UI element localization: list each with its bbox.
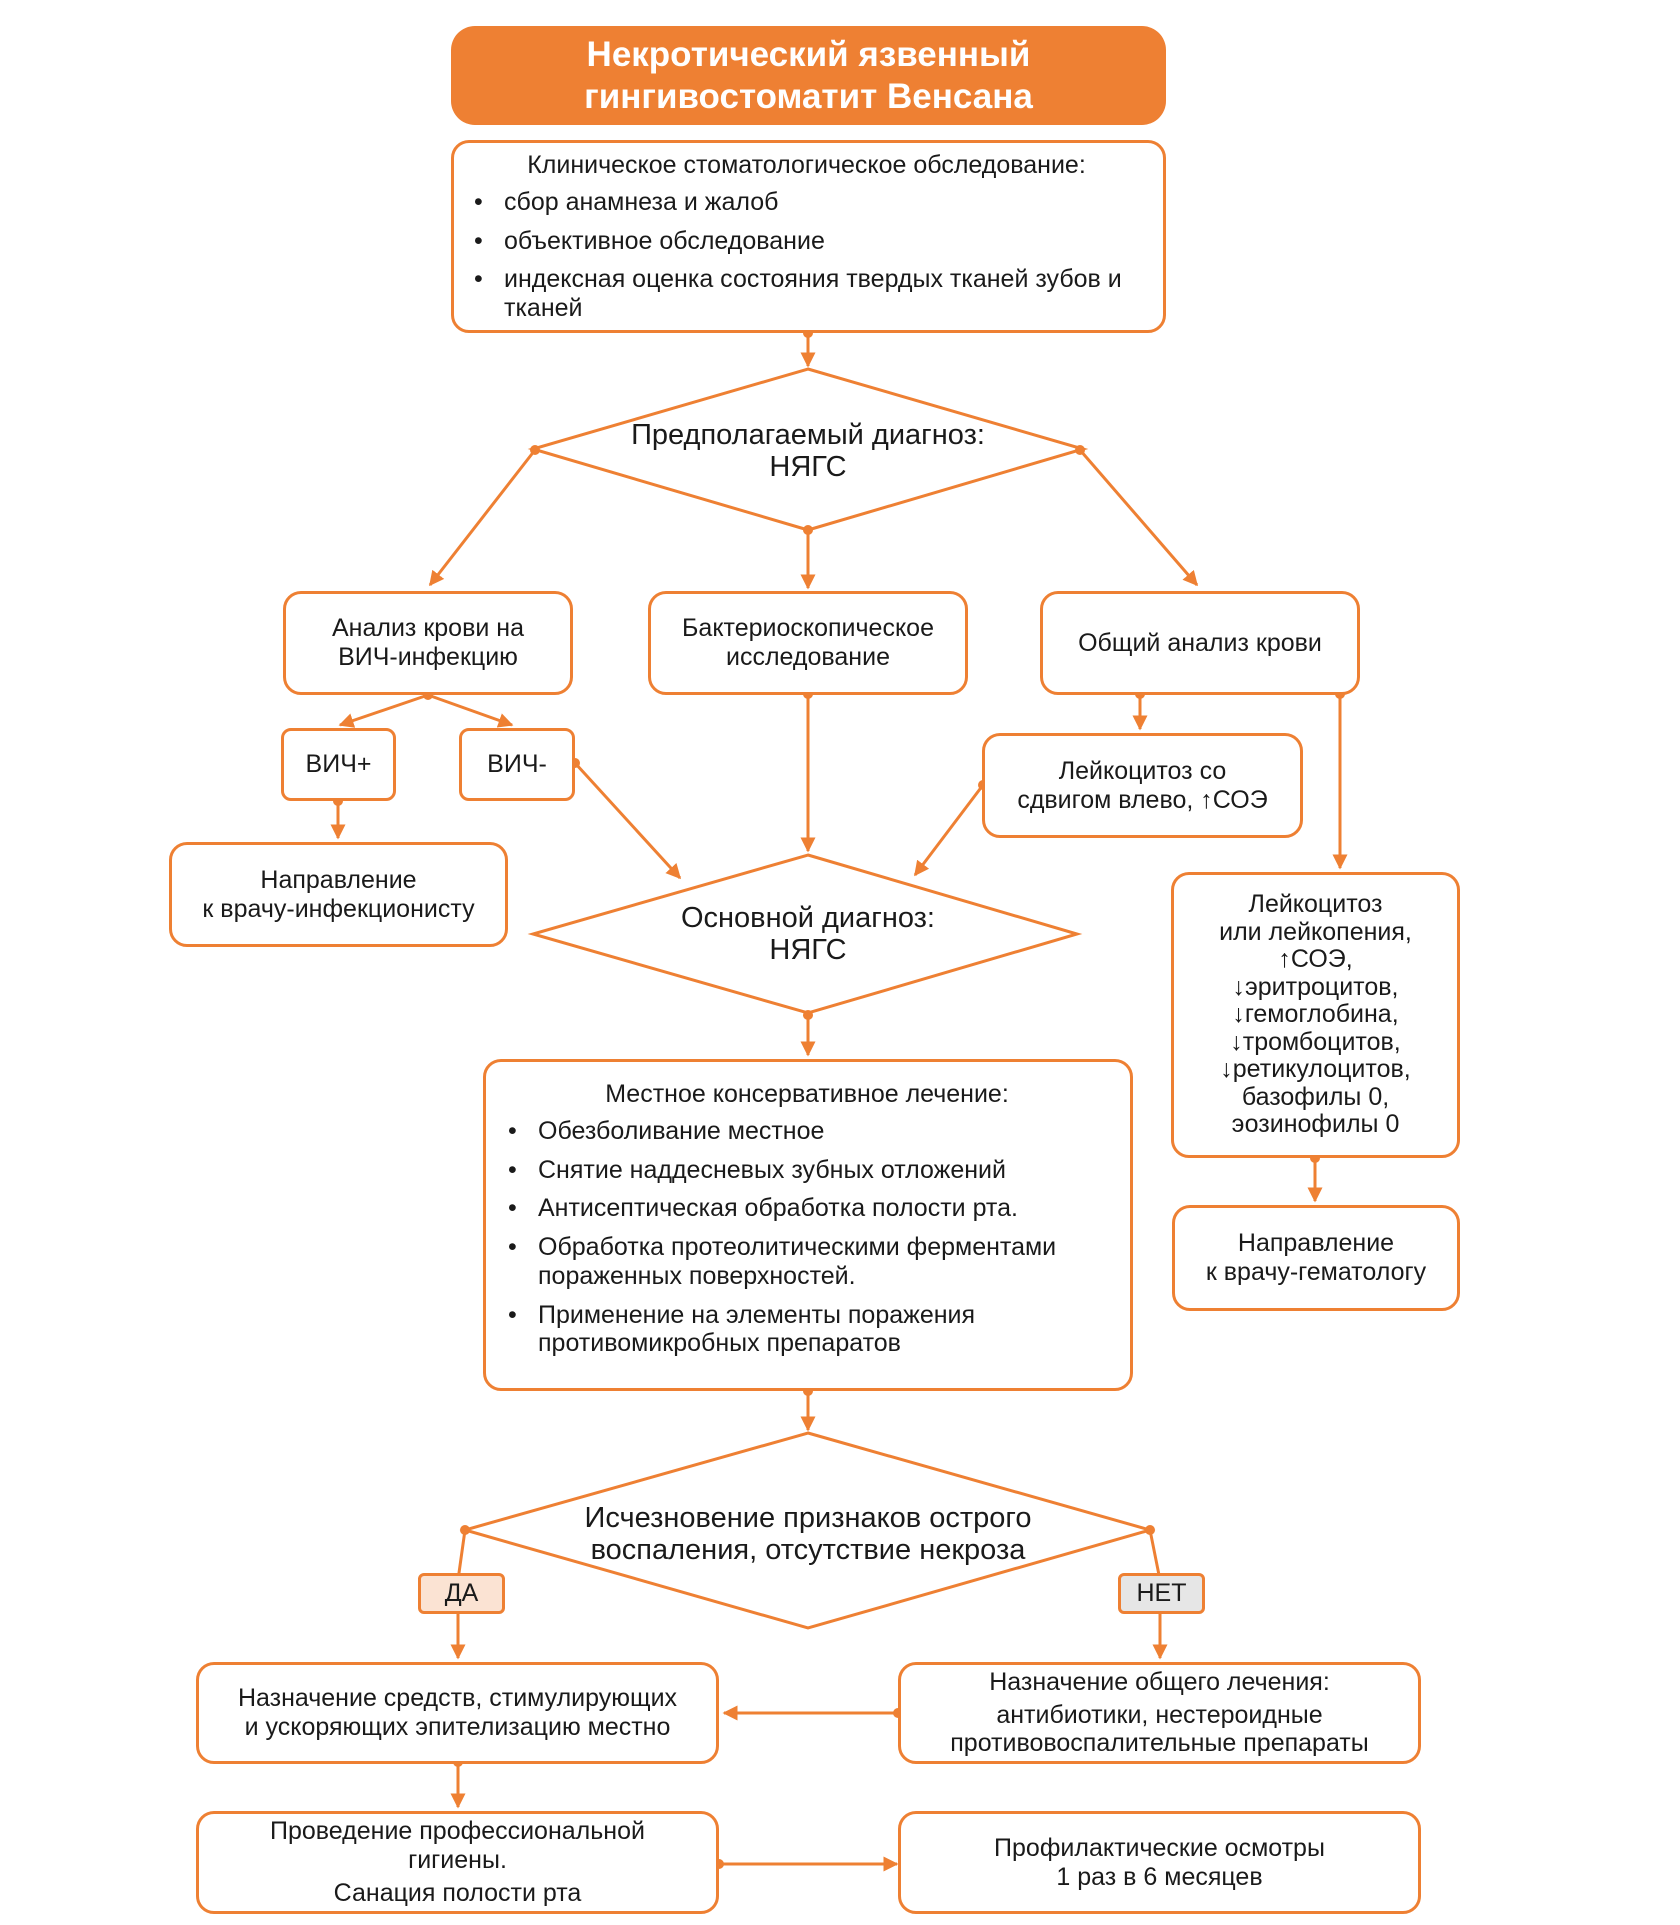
resolution-check-line-1: Исчезновение признаков острого [584, 1501, 1032, 1534]
flowchart-title: Некротический язвенный гингивостоматит В… [451, 26, 1166, 125]
resolution-check-line-2: воспаления, отсутствие некроза [590, 1534, 1026, 1566]
resolution-check-text: Исчезновение признаков острого воспалени… [538, 1495, 1078, 1573]
presumed-diagnosis-line-2: НЯГС [769, 451, 847, 483]
hematologist-line-1: Направление [1237, 1229, 1395, 1258]
title-line-2: гингивостоматит Венсана [584, 76, 1033, 116]
general-treatment-line-3: противовоспалительные препараты [950, 1729, 1369, 1758]
checkups-line-1: Профилактические осмотры [994, 1833, 1325, 1862]
blood-findings-box: Лейкоцитоз или лейкопения, ↑СОЭ, ↓эритро… [1171, 872, 1460, 1158]
general-treatment-line-1: Назначение общего лечения: [989, 1667, 1330, 1696]
presumed-diagnosis-text: Предполагаемый диагноз: НЯГС [563, 412, 1053, 490]
hiv-test-line-1: Анализ крови на [332, 614, 524, 643]
main-diagnosis-text: Основной диагноз: НЯГС [603, 895, 1013, 973]
connector-dot [1075, 445, 1085, 455]
local-treatment-list: Обезболивание местное Снятие наддесневых… [508, 1117, 1106, 1358]
checkups-line-2: 1 раз в 6 месяцев [1056, 1862, 1263, 1891]
local-treatment-heading: Местное консервативное лечение: [605, 1080, 1009, 1108]
hygiene-line-2: гигиены. [408, 1846, 507, 1875]
blood-finding-item: ↑СОЭ, [1278, 945, 1353, 974]
list-item: объективное обследование [474, 227, 1139, 256]
hiv-minus-box: ВИЧ- [459, 728, 575, 801]
hygiene-line-1: Проведение профессиональной [270, 1817, 645, 1846]
bacterioscopy-line-1: Бактериоскопическое [682, 614, 934, 643]
list-item: сбор анамнеза и жалоб [474, 188, 1139, 217]
hygiene-line-3: Санация полости рта [333, 1878, 582, 1907]
hiv-minus-label: ВИЧ- [487, 750, 547, 779]
hematologist-line-2: к врачу-гематологу [1205, 1258, 1427, 1286]
arrow-hiv-minus-to-main-diagnosis [573, 761, 682, 880]
blood-finding-item: базофилы 0, [1241, 1082, 1390, 1111]
infectionist-line-1: Направление [260, 865, 417, 894]
arrow-hiv-test-to-hiv-plus [338, 693, 429, 728]
connector-dot [530, 445, 540, 455]
arrow-presumed-to-blood-test [1078, 449, 1199, 587]
list-item: Обработка протеолитическими ферментами п… [508, 1233, 1106, 1291]
blood-finding-item: ↓гемоглобина, [1232, 1000, 1399, 1029]
yes-tag: ДА [418, 1573, 505, 1614]
bacterioscopy-box: Бактериоскопическое исследование [648, 591, 968, 695]
infectionist-line-2: к врачу-инфекционисту [202, 894, 475, 923]
connector-dot [803, 1010, 813, 1020]
arrow-leukocytosis-to-main-diagnosis [913, 784, 985, 877]
presumed-diagnosis-line-1: Предполагаемый диагноз: [631, 418, 985, 451]
connector-dot [460, 1525, 470, 1535]
leukocytosis-shift-line-2: сдвигом влево, ↑СОЭ [1017, 785, 1268, 814]
blood-finding-item: ↓эритроцитов, [1232, 972, 1399, 1001]
blood-finding-item: ↓ретикулоцитов, [1220, 1055, 1411, 1084]
hiv-plus-label: ВИЧ+ [305, 750, 372, 779]
hematologist-referral-box: Направление к врачу-гематологу [1172, 1205, 1460, 1311]
epithelization-line-1: Назначение средств, стимулирующих [237, 1684, 678, 1713]
local-treatment-box: Местное консервативное лечение: Обезболи… [483, 1059, 1133, 1391]
connector-dot [803, 525, 813, 535]
hiv-plus-box: ВИЧ+ [281, 728, 396, 801]
clinical-exam-list: сбор анамнеза и жалоб объективное обслед… [474, 188, 1139, 323]
checkups-box: Профилактические осмотры 1 раз в 6 месяц… [898, 1811, 1421, 1914]
bacterioscopy-line-2: исследование [726, 643, 890, 671]
hygiene-box: Проведение профессиональной гигиены. Сан… [196, 1811, 719, 1914]
list-item: Антисептическая обработка полости рта. [508, 1194, 1106, 1223]
clinical-exam-box: Клиническое стоматологическое обследован… [451, 140, 1166, 333]
infectionist-referral-box: Направление к врачу-инфекционисту [169, 842, 508, 947]
general-treatment-box: Назначение общего лечения: антибиотики, … [898, 1662, 1421, 1764]
main-diagnosis-line-1: Основной диагноз: [680, 901, 935, 934]
general-treatment-line-2: антибиотики, нестероидные [996, 1700, 1323, 1729]
list-item: Обезболивание местное [508, 1117, 1106, 1146]
leukocytosis-shift-line-1: Лейкоцитоз со [1058, 756, 1227, 785]
connector-dot [1145, 1525, 1155, 1535]
leukocytosis-shift-box: Лейкоцитоз со сдвигом влево, ↑СОЭ [982, 733, 1303, 838]
arrow-presumed-to-hiv-test [428, 449, 537, 587]
arrow-hiv-test-to-hiv-minus [427, 693, 514, 728]
hiv-test-box: Анализ крови на ВИЧ-инфекцию [283, 591, 573, 695]
no-tag-label: НЕТ [1136, 1579, 1187, 1607]
list-item: Снятие наддесневых зубных отложений [508, 1156, 1106, 1185]
epithelization-box: Назначение средств, стимулирующих и уско… [196, 1662, 719, 1764]
epithelization-line-2: и ускоряющих эпителизацию местно [244, 1713, 671, 1741]
blood-finding-item: Лейкоцитоз [1248, 890, 1383, 919]
blood-test-box: Общий анализ крови [1040, 591, 1360, 695]
blood-finding-item: эозинофилы 0 [1231, 1110, 1400, 1139]
blood-finding-item: или лейкопения, [1219, 917, 1412, 946]
yes-tag-label: ДА [444, 1579, 479, 1607]
blood-test-label: Общий анализ крови [1078, 628, 1322, 657]
clinical-exam-heading: Клиническое стоматологическое обследован… [527, 151, 1086, 179]
blood-finding-item: ↓тромбоцитов, [1230, 1027, 1401, 1056]
list-item: индексная оценка состояния твердых ткане… [474, 265, 1139, 323]
no-tag: НЕТ [1118, 1573, 1205, 1614]
title-line-1: Некротический язвенный [586, 35, 1031, 75]
main-diagnosis-line-2: НЯГС [769, 934, 847, 966]
hiv-test-line-2: ВИЧ-инфекцию [338, 643, 518, 671]
list-item: Применение на элементы поражения противо… [508, 1301, 1106, 1359]
